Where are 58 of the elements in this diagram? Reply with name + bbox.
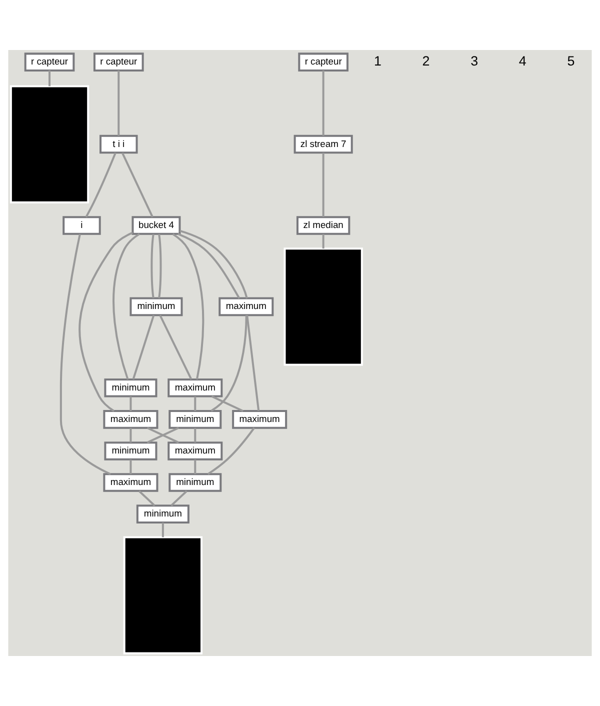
connector	[48, 70, 51, 86]
label: 3	[470, 53, 478, 68]
label: 4	[518, 53, 526, 68]
connector	[194, 396, 196, 411]
connector	[172, 233, 204, 380]
node-box: maximum	[168, 442, 223, 460]
node-box	[123, 536, 203, 654]
connector	[60, 234, 111, 476]
connector	[138, 490, 156, 506]
node-box: minimum	[104, 442, 158, 460]
node-box: t i i	[100, 134, 138, 154]
connector	[170, 490, 188, 506]
node-box: minimum	[136, 504, 190, 524]
connector	[322, 152, 324, 217]
node-box: minimum	[168, 473, 222, 492]
connector	[194, 460, 196, 474]
connector	[210, 315, 248, 412]
connector	[130, 396, 132, 411]
label: 5	[567, 53, 575, 68]
node-box: maximum	[232, 410, 288, 429]
connector	[322, 234, 324, 249]
connector	[158, 234, 162, 298]
node-box: r capteur	[298, 52, 348, 72]
connector	[159, 314, 192, 380]
node-box: minimum	[130, 297, 183, 316]
node-box	[10, 85, 90, 204]
label: 1	[374, 53, 382, 68]
connector	[246, 315, 260, 411]
connector	[211, 395, 244, 412]
node-box: r capteur	[24, 52, 75, 72]
connector	[194, 428, 196, 443]
node-box: zl median	[296, 216, 350, 235]
node-box: maximum	[168, 378, 223, 398]
node-box	[284, 248, 363, 366]
connector	[78, 232, 134, 412]
connector	[207, 427, 255, 475]
connector	[85, 152, 116, 218]
label: 2	[422, 53, 430, 68]
connector	[322, 70, 324, 136]
connector	[132, 315, 155, 380]
connector	[178, 233, 240, 299]
node-box: minimum	[168, 410, 222, 429]
connector	[112, 233, 140, 380]
node-box: minimum	[104, 378, 158, 398]
node-box: zl stream 7	[294, 134, 353, 154]
connector	[118, 70, 120, 136]
node-box: bucket 4	[132, 216, 181, 235]
node-box: r capteur	[93, 52, 144, 72]
connector	[130, 460, 132, 474]
connector	[150, 234, 154, 298]
node-box: maximum	[103, 473, 158, 492]
connector	[180, 230, 248, 299]
connector	[130, 428, 132, 443]
connector	[162, 522, 164, 538]
node-box: maximum	[218, 297, 274, 316]
connector	[121, 152, 154, 218]
node-box: i	[62, 216, 101, 235]
node-box: maximum	[103, 410, 158, 429]
